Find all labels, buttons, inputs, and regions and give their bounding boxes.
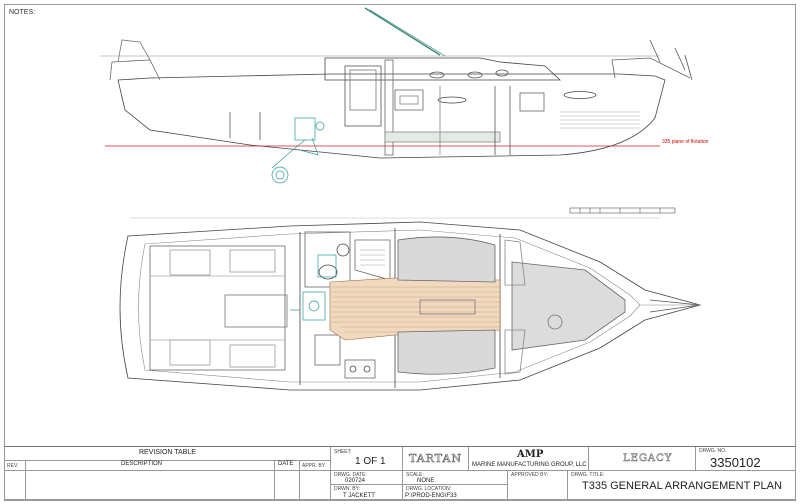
- date-col-header: DATE: [275, 461, 300, 471]
- rev-col-body: [4, 471, 26, 501]
- revision-table-title: REVISION TABLE: [139, 449, 196, 456]
- sheet-cell: SHEET: 1 OF 1: [331, 447, 403, 471]
- rev-col-header: REV.: [4, 461, 26, 471]
- sheet-border: [4, 4, 796, 500]
- flotation-label: 335 plane of flotation: [662, 139, 709, 145]
- description-col-body: [26, 471, 275, 501]
- plan-view: [119, 221, 702, 391]
- approved-col-header: APPR. BY: [300, 461, 331, 471]
- amp-logo: AMP: [517, 449, 544, 460]
- company-cell: AMP MARINE MANUFACTURING GROUP, LLC: [469, 447, 589, 471]
- scale-value: NONE: [417, 478, 435, 484]
- approved-col-body: [300, 471, 331, 501]
- drwg-title-cell: DRWG. TITLE: T335 GENERAL ARRANGEMENT PL…: [568, 471, 796, 501]
- drawn-by-value: T JACKETT: [343, 493, 375, 499]
- location-cell: DRWG. LOCATION: P:\PROD-ENG\F33: [403, 485, 508, 501]
- scale-cell: SCALE: NONE: [403, 471, 508, 485]
- description-col-header: DESCRIPTION: [26, 461, 275, 471]
- brand-right-cell: LEGACY: [589, 447, 696, 471]
- profile-view: [100, 7, 693, 219]
- drwg-no-cell: DRWG. NO. 3350102: [696, 447, 796, 471]
- sheet-value: 1 OF 1: [355, 456, 386, 467]
- brand-left-cell: TARTAN: [403, 447, 469, 471]
- drwg-no-value: 3350102: [710, 455, 761, 470]
- drawn-by-cell: DRWN. BY: T JACKETT: [331, 485, 403, 501]
- drwg-date-value: 020724: [345, 478, 366, 484]
- tartan-logo: TARTAN: [409, 452, 463, 466]
- drwg-title-value: T335 GENERAL ARRANGEMENT PLAN: [582, 480, 782, 492]
- legacy-logo: LEGACY: [623, 453, 673, 465]
- notes-label: NOTES:: [9, 9, 36, 16]
- date-col-body: [275, 471, 300, 501]
- approved-cell: APPROVED BY:: [508, 471, 568, 501]
- location-value: P:\PROD-ENG\F33: [405, 493, 457, 499]
- title-block: REVISION TABLE REV. DESCRIPTION DATE APP…: [4, 446, 796, 501]
- drwg-date-cell: DRWG. DATE: 020724: [331, 471, 403, 485]
- revision-table-header: REVISION TABLE: [4, 447, 331, 461]
- general-arrangement-drawing: [100, 7, 702, 391]
- company-name: MARINE MANUFACTURING GROUP, LLC: [472, 462, 587, 468]
